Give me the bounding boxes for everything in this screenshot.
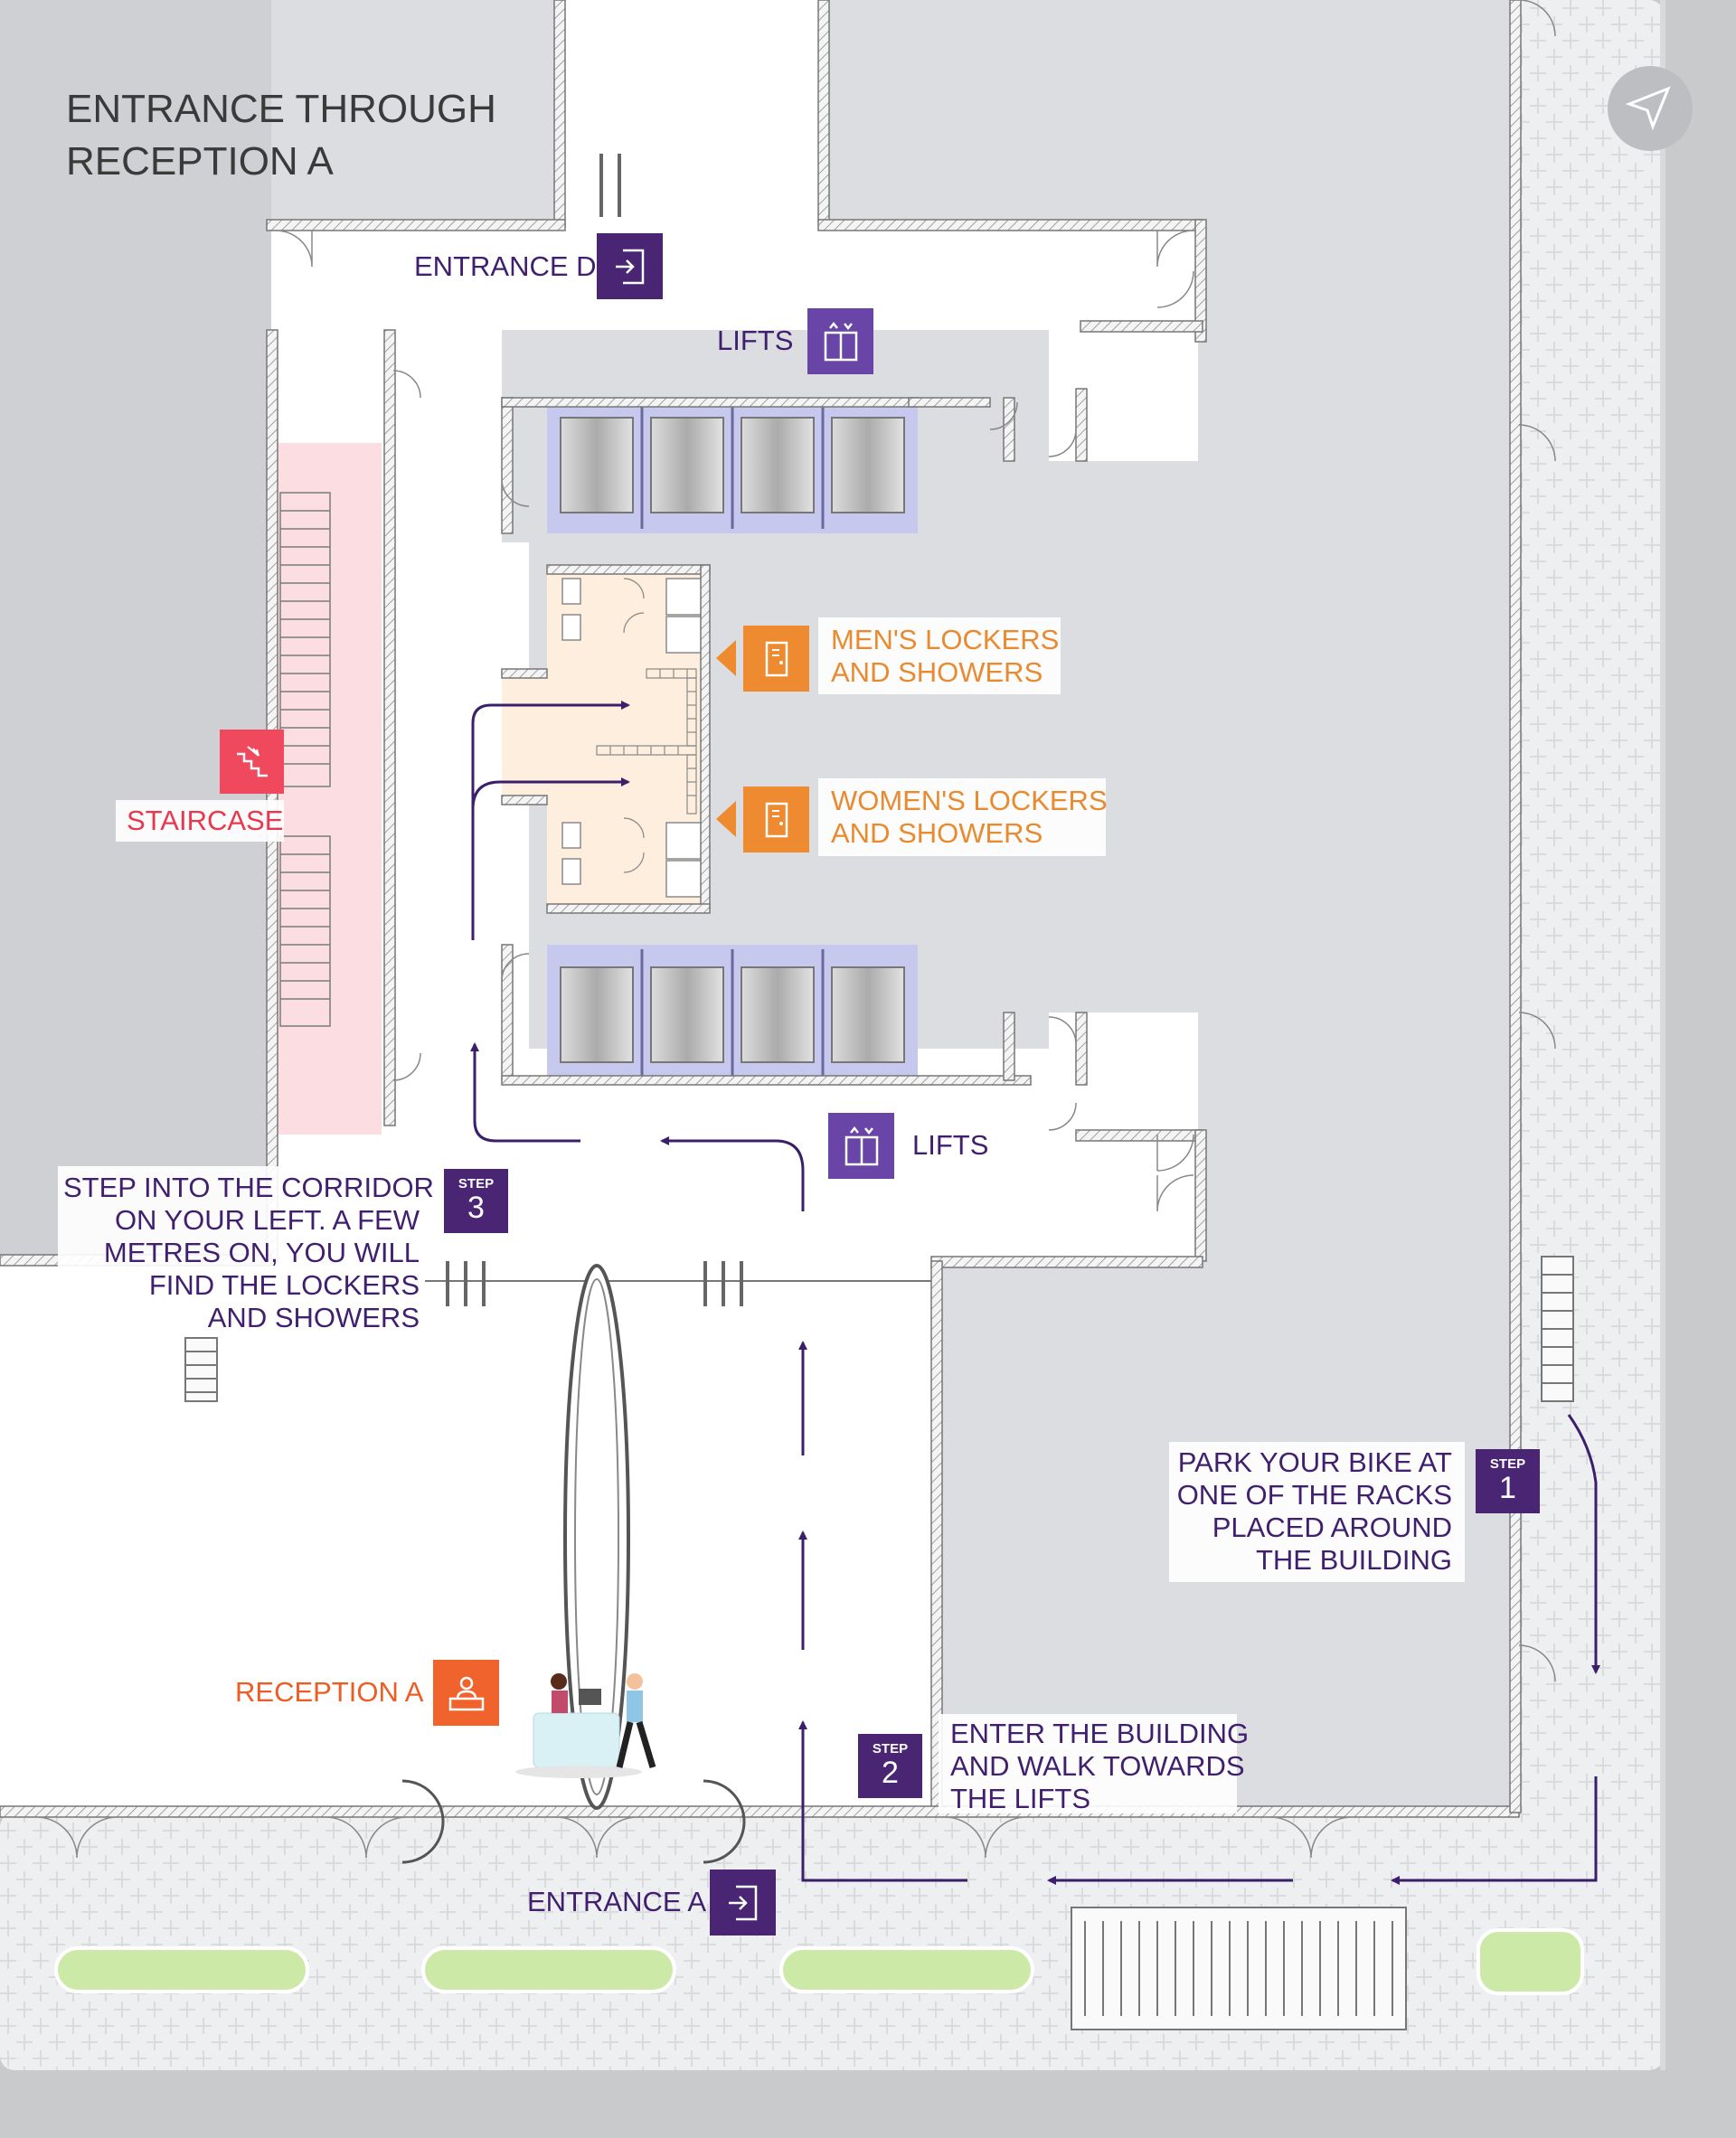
- step-2-line-2: AND WALK TOWARDS: [950, 1750, 1245, 1782]
- revolving-doors: [401, 1779, 746, 1864]
- lifts-top-label: LIFTS: [717, 325, 794, 356]
- step-2-tag: STEP: [872, 1741, 909, 1757]
- womens-lockers-pointer-icon: [716, 801, 736, 837]
- locker-door-icon[interactable]: [743, 786, 809, 852]
- entrance-a-label: ENTRANCE A: [527, 1886, 707, 1917]
- lift-bank-north: [547, 398, 918, 533]
- route-path: [470, 701, 1600, 1885]
- lift-icon[interactable]: [828, 1113, 894, 1179]
- mens-lockers-line-2: AND SHOWERS: [831, 656, 1043, 688]
- step-2-line-1: ENTER THE BUILDING: [950, 1718, 1250, 1749]
- step-2-badge: STEP 2: [858, 1734, 922, 1798]
- step-3-line-2: ON YOUR LEFT. A FEW: [114, 1204, 420, 1236]
- step-3-line-3: METRES ON, YOU WILL: [103, 1237, 420, 1268]
- step-1-tag: STEP: [1489, 1456, 1526, 1472]
- step-1-number: 1: [1499, 1471, 1516, 1505]
- lift-icon[interactable]: [807, 308, 873, 374]
- mens-lockers-pointer-icon: [716, 640, 736, 676]
- staircase-panel: [116, 800, 284, 842]
- step-1-text: PARK YOUR BIKE AT ONE OF THE RACKS PLACE…: [1175, 1446, 1452, 1577]
- step-1-badge: STEP 1: [1476, 1449, 1540, 1513]
- step-2-line-3: THE LIFTS: [950, 1783, 1091, 1814]
- step-3-text: STEP INTO THE CORRIDOR ON YOUR LEFT. A F…: [63, 1172, 434, 1334]
- locker-door-icon[interactable]: [743, 626, 809, 692]
- step-2-number: 2: [882, 1756, 899, 1790]
- step-1-line-3: PLACED AROUND: [1212, 1512, 1452, 1543]
- step-1-line-4: THE BUILDING: [1255, 1544, 1452, 1576]
- title-line-2: RECEPTION A: [66, 139, 334, 184]
- doors: [35, 0, 1556, 1859]
- step-3-line-1: STEP INTO THE CORRIDOR: [63, 1172, 434, 1203]
- reception-desk: [515, 1673, 656, 1778]
- step-1-panel: [1169, 1442, 1465, 1582]
- step-2-text: ENTER THE BUILDING AND WALK TOWARDS THE …: [950, 1718, 1249, 1815]
- compass-arrow-icon: [1608, 66, 1693, 151]
- page-title: ENTRANCE THROUGH RECEPTION A: [66, 83, 496, 188]
- staircase-label: STAIRCASE: [127, 805, 284, 836]
- sidewalk-south: [0, 1813, 1664, 2070]
- lift-bank-south: [547, 945, 918, 1080]
- entrance-door-icon[interactable]: [710, 1870, 776, 1936]
- womens-lockers-label: WOMEN'S LOCKERS AND SHOWERS: [831, 785, 1108, 850]
- entrance-d-label: ENTRANCE D: [414, 250, 597, 282]
- mens-lockers-panel: [818, 617, 1061, 694]
- entrance-door-icon[interactable]: [597, 233, 663, 299]
- step-3-panel: [58, 1166, 425, 1333]
- reception-label: RECEPTION A: [235, 1676, 424, 1708]
- mens-lockers-line-1: MEN'S LOCKERS: [831, 624, 1060, 655]
- step-3-badge: STEP 3: [444, 1169, 508, 1233]
- title-line-1: ENTRANCE THROUGH: [66, 87, 496, 131]
- mens-lockers-label: MEN'S LOCKERS AND SHOWERS: [831, 624, 1059, 689]
- step-3-line-5: AND SHOWERS: [207, 1302, 420, 1333]
- womens-lockers-panel: [818, 778, 1106, 856]
- turnstiles: [446, 154, 743, 1306]
- step-3-line-4: FIND THE LOCKERS: [148, 1269, 420, 1301]
- reception-desk-icon[interactable]: [433, 1660, 499, 1726]
- lifts-bottom-label: LIFTS: [912, 1129, 989, 1161]
- bike-rack: [184, 1256, 1574, 1402]
- womens-lockers-line-1: WOMEN'S LOCKERS: [831, 785, 1108, 816]
- step-3-tag: STEP: [458, 1176, 495, 1191]
- outdoor-stairs: [1071, 1907, 1407, 2030]
- planters: [54, 1928, 1584, 1995]
- step-1-line-2: ONE OF THE RACKS: [1176, 1479, 1452, 1511]
- sidewalk-east: [1505, 0, 1664, 2070]
- step-2-panel: [939, 1714, 1237, 1813]
- womens-lockers-line-2: AND SHOWERS: [831, 817, 1043, 849]
- step-1-line-1: PARK YOUR BIKE AT: [1177, 1446, 1452, 1478]
- stairs-icon[interactable]: [220, 730, 284, 794]
- step-3-number: 3: [467, 1191, 485, 1225]
